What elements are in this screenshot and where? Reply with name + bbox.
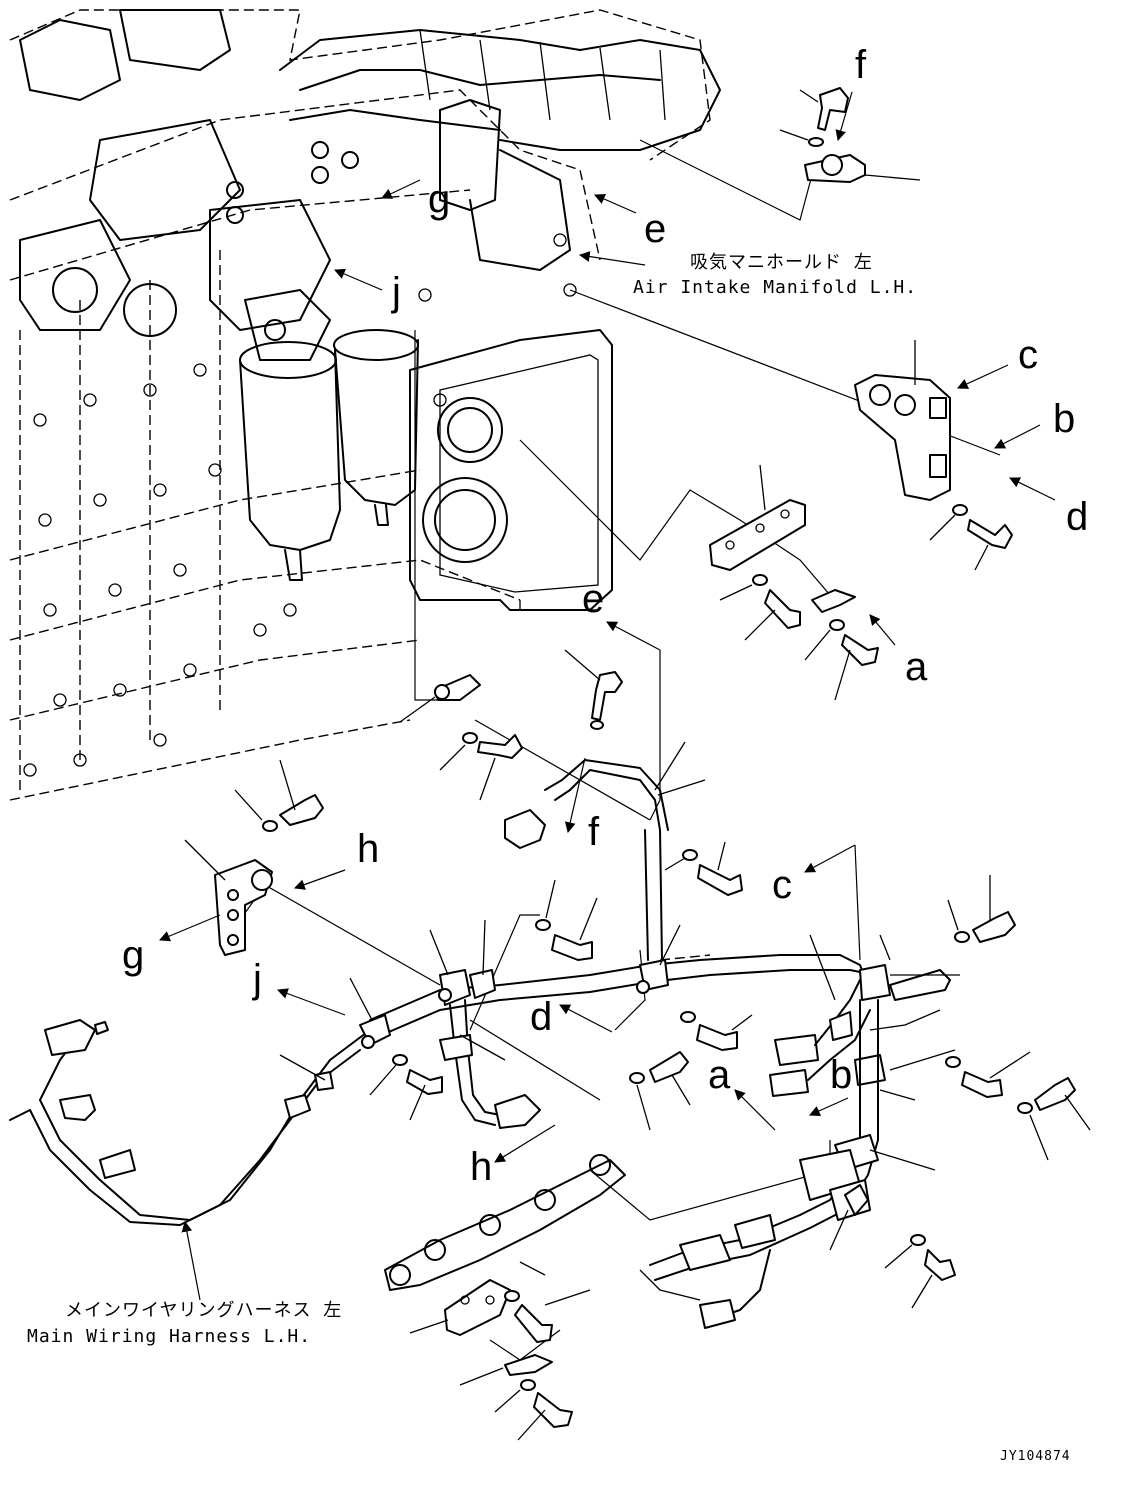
bolts-set — [279, 741, 1091, 1309]
ref-b-mid: b — [830, 1053, 852, 1097]
bolt-f — [779, 87, 849, 147]
ref-f-top: f — [855, 43, 867, 87]
ref-e-top: e — [644, 207, 666, 251]
ref-f-mid: f — [588, 810, 600, 854]
clamp-left-top — [399, 674, 523, 801]
ref-g-mid: g — [122, 933, 144, 977]
bolt-bracket-d — [929, 504, 1013, 571]
drawing-code: JY104874 — [1000, 1449, 1071, 1464]
bracket-f — [804, 154, 921, 183]
ref-j-top: j — [391, 270, 401, 314]
ref-a-mid: a — [708, 1053, 731, 1097]
bracket-a — [719, 574, 879, 701]
ref-j-mid: j — [252, 957, 262, 1001]
callout-arrows — [159, 91, 1056, 1301]
bolt-f-harness — [564, 649, 623, 730]
ref-g-top: g — [428, 177, 450, 221]
lower-bracket — [384, 1154, 626, 1441]
ref-h-mid: h — [357, 827, 379, 871]
ref-a-top: a — [905, 645, 928, 689]
ref-c-mid: c — [772, 863, 792, 907]
ref-e-mid: e — [582, 577, 604, 621]
intake-manifold-label-en: Air Intake Manifold L.H. — [633, 277, 917, 298]
wiring-harness — [9, 759, 951, 1329]
reference-letters: f g e j c b d a e f h g j d c a b h — [122, 43, 1088, 1189]
main-harness-label-ja: メインワイヤリングハーネス 左 — [65, 1300, 342, 1321]
ref-b-top: b — [1053, 397, 1075, 441]
ref-h-low: h — [470, 1145, 492, 1189]
intake-manifold-label-ja: 吸気マニホールド 左 — [690, 252, 873, 273]
part-labels: 吸気マニホールド 左 Air Intake Manifold L.H. メインワ… — [27, 252, 1071, 1464]
ref-c-top: c — [1018, 333, 1038, 377]
engine-block — [9, 9, 721, 801]
bracket-cbd — [854, 340, 951, 501]
bracket-gh — [184, 759, 324, 956]
leader-lines — [239, 139, 1001, 1361]
plate-a — [709, 464, 806, 571]
ref-d-mid: d — [530, 995, 552, 1039]
ref-d-top: d — [1066, 495, 1088, 539]
main-harness-label-en: Main Wiring Harness L.H. — [27, 1326, 311, 1347]
